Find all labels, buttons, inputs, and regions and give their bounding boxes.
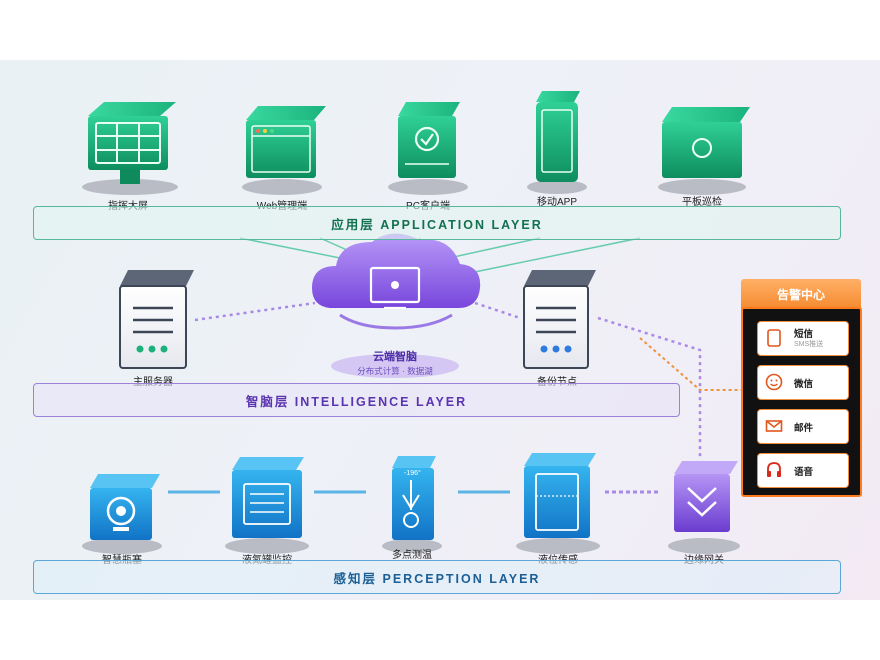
alarm-item-label: 短信	[794, 329, 814, 340]
alarm-item-label: 邮件	[794, 423, 814, 434]
server-label-backup: 备份节点	[537, 373, 577, 388]
alarm-item-sms: 短信 SMS推送	[757, 321, 849, 356]
smiley-icon	[765, 373, 783, 391]
web-browser-icon	[242, 106, 326, 195]
main-server-icon	[119, 270, 194, 369]
alarm-item-sublabel: SMS推送	[794, 341, 824, 348]
smart-stopper-icon	[82, 474, 162, 554]
alarm-item-voice: 语音	[757, 453, 849, 488]
pc-client-icon	[388, 102, 468, 195]
alarm-center-panel: 告警中心 短信 SMS推送 微信 邮件	[741, 279, 862, 499]
thermometer-icon	[382, 456, 442, 553]
architecture-diagram: 指挥大屏 Web管理端 PC客户端 移动APP 平板巡检 应用层 APPLICA…	[0, 60, 880, 600]
perception-layer-band: 感知层 PERCEPTION LAYER	[33, 560, 841, 594]
phone-icon	[767, 329, 781, 347]
connection-lines	[168, 237, 741, 494]
alarm-item-email: 邮件	[757, 409, 849, 444]
sensor-label-temperature: 多点测温	[392, 550, 432, 561]
cloud-title: 云端智脑	[373, 351, 417, 363]
alarm-center-body: 短信 SMS推送 微信 邮件 语音	[741, 307, 862, 497]
thermometer-mark: -196°	[404, 470, 421, 477]
edge-gateway-icon	[668, 461, 740, 554]
alarm-item-label: 语音	[794, 467, 814, 478]
mail-icon	[765, 420, 783, 432]
cloud-brain-icon	[312, 233, 481, 378]
diagram-graphics	[82, 91, 750, 554]
alarm-item-wechat: 微信	[757, 365, 849, 400]
backup-server-icon	[523, 270, 596, 369]
monitor-wall-icon	[82, 102, 178, 195]
ln2-tank-icon	[225, 457, 309, 554]
mobile-app-icon	[527, 91, 587, 194]
intelligence-layer-band: 智脑层 INTELLIGENCE LAYER	[33, 383, 680, 417]
headset-icon	[767, 462, 781, 477]
server-label-main: 主服务器	[133, 373, 173, 388]
device-label-mobile: 移动APP	[536, 197, 578, 208]
device-label-tablet: 平板巡检	[682, 197, 722, 208]
tablet-icon	[658, 107, 750, 195]
alarm-center-title: 告警中心	[741, 279, 861, 309]
alarm-item-label: 微信	[794, 379, 814, 390]
cloud-subtitle: 分布式计算 · 数据湖	[357, 366, 433, 376]
application-layer-band: 应用层 APPLICATION LAYER	[33, 206, 841, 240]
level-sensor-icon	[516, 453, 600, 554]
